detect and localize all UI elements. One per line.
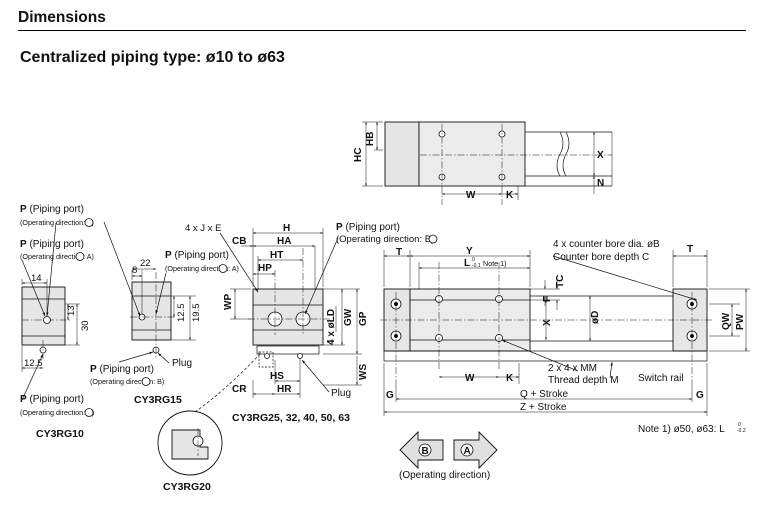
operating-arrow-b: B [422, 446, 429, 457]
cy3rg15-op-dir-b: (Operating direction: B) [90, 377, 164, 386]
cy3rg25-dim-gp: GP [358, 311, 369, 326]
main-dim-qw: QW [721, 312, 732, 330]
main-dim-g-right: G [696, 390, 704, 401]
main-dim-pw: PW [735, 313, 746, 330]
main-dim-note1: Note 1) [483, 259, 507, 268]
operating-arrow-right-icon [453, 430, 498, 470]
cy3rg25-body [252, 288, 324, 346]
cy3rg15-plug-label: Plug [172, 358, 192, 369]
cy3rg15-port-label-b: P (Piping port) [90, 364, 154, 375]
cy3rg25-caption: CY3RG25, 32, 40, 50, 63 [232, 412, 350, 424]
cy3rg15-view: 8 22 12.5 19.5 [103, 221, 202, 364]
main-dim-t-right: T [687, 244, 693, 255]
cy3rg20-caption: CY3RG20 [163, 481, 211, 493]
main-dim-q: Q + Stroke [520, 389, 569, 400]
cy3rg20-detail: CY3RG20 [157, 351, 263, 493]
cy3rg25-view: H HA HT HP CB 4 x J x E WP 4 x øLD [185, 223, 369, 398]
top-dim-hc: HC [353, 148, 364, 162]
note-tol: 0 [738, 422, 741, 428]
cy3rg10-port-label-3: P (Piping port) [20, 394, 84, 405]
cy3rg10-view: 14 13 30 12.5 [21, 222, 91, 401]
cy3rg25-dim-ld: 4 x øLD [326, 309, 337, 345]
cy3rg25-labels: P (Piping port) (Operating direction: B)… [232, 222, 438, 424]
cy3rg25-dim-ha: HA [277, 236, 291, 247]
cy3rg10-labels: P (Piping port) (Operating direction: A)… [20, 204, 94, 440]
cy3rg15-dim-19-5: 19.5 [191, 304, 202, 323]
main-dim-y: Y [466, 246, 473, 257]
cy3rg10-body [21, 286, 66, 346]
cy3rg25-dim-hs: HS [270, 371, 284, 382]
main-mm-label-2: Thread depth M [548, 375, 619, 386]
cy3rg10-dim-12-5: 12.5 [24, 358, 43, 369]
main-dim-k: K [506, 373, 514, 384]
top-view: HC HB X N W K [353, 121, 613, 205]
cy3rg25-plug-label: Plug [331, 388, 351, 399]
main-dim-w: W [465, 373, 475, 384]
cy3rg25-dim-hp: HP [258, 263, 272, 274]
main-dim-z: Z + Stroke [520, 402, 567, 413]
cy3rg15-labels: P (Piping port) (Operating direction: A)… [90, 250, 239, 406]
main-labels: 4 x counter bore dia. øB Counter bore de… [548, 239, 684, 386]
cy3rg10-dim-30: 30 [80, 320, 91, 331]
top-dim-n: N [597, 178, 604, 189]
main-cbore-label-1: 4 x counter bore dia. øB [553, 239, 660, 250]
cy3rg25-dim-ws: WS [358, 364, 369, 380]
main-switch-rail-label: Switch rail [638, 373, 684, 384]
main-dim-l: L [464, 258, 470, 269]
section-title: Dimensions [18, 9, 106, 26]
cy3rg10-op-dir-3: (Operating direction: B) [20, 408, 94, 417]
cy3rg25-port-label: P (Piping port) [336, 222, 400, 233]
main-mm-label-1: 2 x 4 x MM [548, 363, 597, 374]
cy3rg25-dim-ht: HT [270, 250, 283, 261]
cy3rg10-dim-13: 13 [66, 305, 77, 316]
main-switch-rail [383, 350, 708, 362]
cy3rg15-dim-12-5: 12.5 [176, 304, 187, 323]
cy3rg25-dim-cb: CB [232, 236, 246, 247]
main-dim-l-tol2: -0.1 [472, 263, 481, 269]
top-dim-x: X [597, 150, 604, 161]
top-dim-k: K [506, 190, 514, 201]
cy3rg10-port-label-1: P (Piping port) [20, 204, 84, 215]
cy3rg15-op-dir-a: (Operating direction: A) [165, 264, 239, 273]
cy3rg15-dim-22: 22 [140, 258, 151, 269]
main-dim-l-tol: 0 [472, 257, 475, 263]
operating-direction-label: (Operating direction) [399, 470, 490, 481]
cy3rg25-dim-gw: GW [343, 308, 354, 326]
main-dim-f: F [542, 296, 553, 302]
main-dim-od: øD [590, 311, 601, 324]
cy3rg25-dim-wp: WP [223, 294, 234, 310]
cy3rg10-port-a [43, 316, 51, 324]
section-rule [18, 30, 746, 31]
note: Note 1) ø50, ø63: L 0 -0.2 [638, 422, 746, 435]
cy3rg15-dim-8: 8 [132, 265, 137, 276]
note-text: Note 1) ø50, ø63: L [638, 424, 725, 435]
cy3rg25-dim-h: H [283, 223, 290, 234]
cy3rg25-op-dir: (Operating direction: B) [336, 234, 434, 245]
main-dim-tc: TC [555, 275, 566, 288]
cy3rg10-dim-14: 14 [31, 273, 42, 284]
note-tol2: -0.2 [737, 428, 746, 434]
main-dim-x: X [542, 319, 553, 326]
operating-direction: B A (Operating direction) [399, 430, 498, 481]
main-cbore-label-2: Counter bore depth C [553, 252, 649, 263]
cy3rg15-caption: CY3RG15 [134, 394, 182, 406]
top-dim-w: W [466, 190, 476, 201]
main-dim-g-left: G [386, 390, 394, 401]
cy3rg15-port-label-a: P (Piping port) [165, 250, 229, 261]
main-dim-t-left: T [396, 247, 402, 258]
cy3rg10-op-dir-2: (Operating direction: A) [20, 252, 94, 261]
cy3rg25-dim-jxe: 4 x J x E [185, 223, 221, 234]
cy3rg25-dim-cr: CR [232, 384, 247, 395]
operating-arrow-a: A [464, 446, 471, 457]
cy3rg25-dim-hr: HR [277, 384, 292, 395]
page-subtitle: Centralized piping type: ø10 to ø63 [20, 49, 285, 66]
top-dim-hb: HB [365, 132, 376, 146]
main-view: T Y L 0 -0.1 Note 1) TC F X øD [380, 244, 750, 416]
cy3rg10-caption: CY3RG10 [36, 428, 84, 440]
cy3rg10-port-label-2: P (Piping port) [20, 239, 84, 250]
cy3rg10-op-dir-1: (Operating direction: A) [20, 218, 94, 227]
